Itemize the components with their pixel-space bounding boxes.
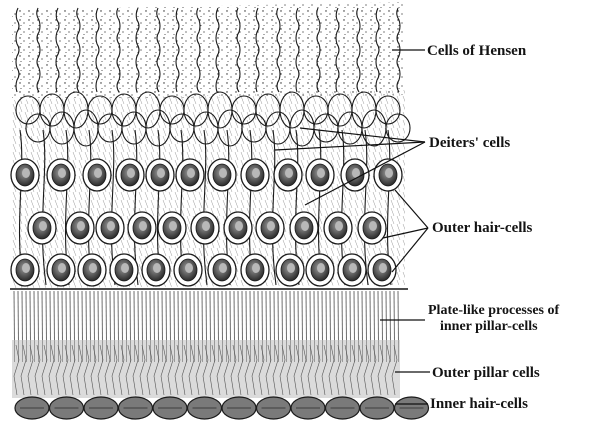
- outer-hair-cell: [110, 254, 138, 286]
- label-plate-processes-line2: inner pillar-cells: [440, 319, 538, 334]
- outer-hair-cell: [208, 254, 236, 286]
- outer-hair-cell: [176, 159, 204, 191]
- label-cells-of-hensen: Cells of Hensen: [427, 43, 526, 59]
- label-inner-hair-cells: Inner hair-cells: [430, 396, 528, 412]
- inner-hair-cell: [257, 397, 291, 419]
- outer-hair-cell: [142, 254, 170, 286]
- outer-hair-cell: [191, 212, 219, 244]
- outer-hair-cell: [83, 159, 111, 191]
- inner-hair-cells-row: [15, 397, 429, 419]
- outer-hair-cell: [174, 254, 202, 286]
- hensen-cells-region: [12, 2, 405, 100]
- inner-hair-cell: [119, 397, 153, 419]
- inner-hair-cell: [395, 397, 429, 419]
- outer-hair-cell: [146, 159, 174, 191]
- outer-hair-cell: [208, 159, 236, 191]
- inner-hair-cell: [84, 397, 118, 419]
- inner-hair-cell: [326, 397, 360, 419]
- outer-hair-cell: [128, 212, 156, 244]
- outer-pillar-cells-band: [12, 340, 400, 398]
- outer-hair-cell: [47, 254, 75, 286]
- outer-hair-cell: [241, 159, 269, 191]
- outer-hair-cell: [78, 254, 106, 286]
- outer-hair-cell: [368, 254, 396, 286]
- outer-hair-cell: [241, 254, 269, 286]
- label-outer-hair-cells: Outer hair-cells: [432, 220, 532, 236]
- outer-hair-cell: [290, 212, 318, 244]
- outer-hair-cell: [116, 159, 144, 191]
- outer-hair-cell: [28, 212, 56, 244]
- outer-hair-cell: [96, 212, 124, 244]
- outer-hair-cell: [11, 254, 39, 286]
- inner-hair-cell: [360, 397, 394, 419]
- label-deiters-cells: Deiters' cells: [429, 135, 510, 151]
- outer-hair-cell: [256, 212, 284, 244]
- inner-hair-cell: [15, 397, 49, 419]
- outer-hair-cell: [306, 254, 334, 286]
- outer-hair-cell: [66, 212, 94, 244]
- inner-hair-cell: [222, 397, 256, 419]
- outer-hair-cell: [338, 254, 366, 286]
- outer-hair-cell: [276, 254, 304, 286]
- outer-hair-cell: [374, 159, 402, 191]
- label-plate-processes-line1: Plate-like processes of: [428, 303, 559, 318]
- outer-hair-cell: [306, 159, 334, 191]
- outer-hair-cell: [358, 212, 386, 244]
- outer-hair-cell: [47, 159, 75, 191]
- outer-hair-cell: [274, 159, 302, 191]
- inner-hair-cell: [50, 397, 84, 419]
- inner-hair-cell: [153, 397, 187, 419]
- outer-hair-cell: [224, 212, 252, 244]
- outer-hair-cell: [341, 159, 369, 191]
- inner-hair-cell: [291, 397, 325, 419]
- outer-hair-cell: [11, 159, 39, 191]
- outer-hair-cell: [158, 212, 186, 244]
- label-outer-pillar-cells: Outer pillar cells: [432, 365, 540, 381]
- outer-hair-cell: [324, 212, 352, 244]
- inner-hair-cell: [188, 397, 222, 419]
